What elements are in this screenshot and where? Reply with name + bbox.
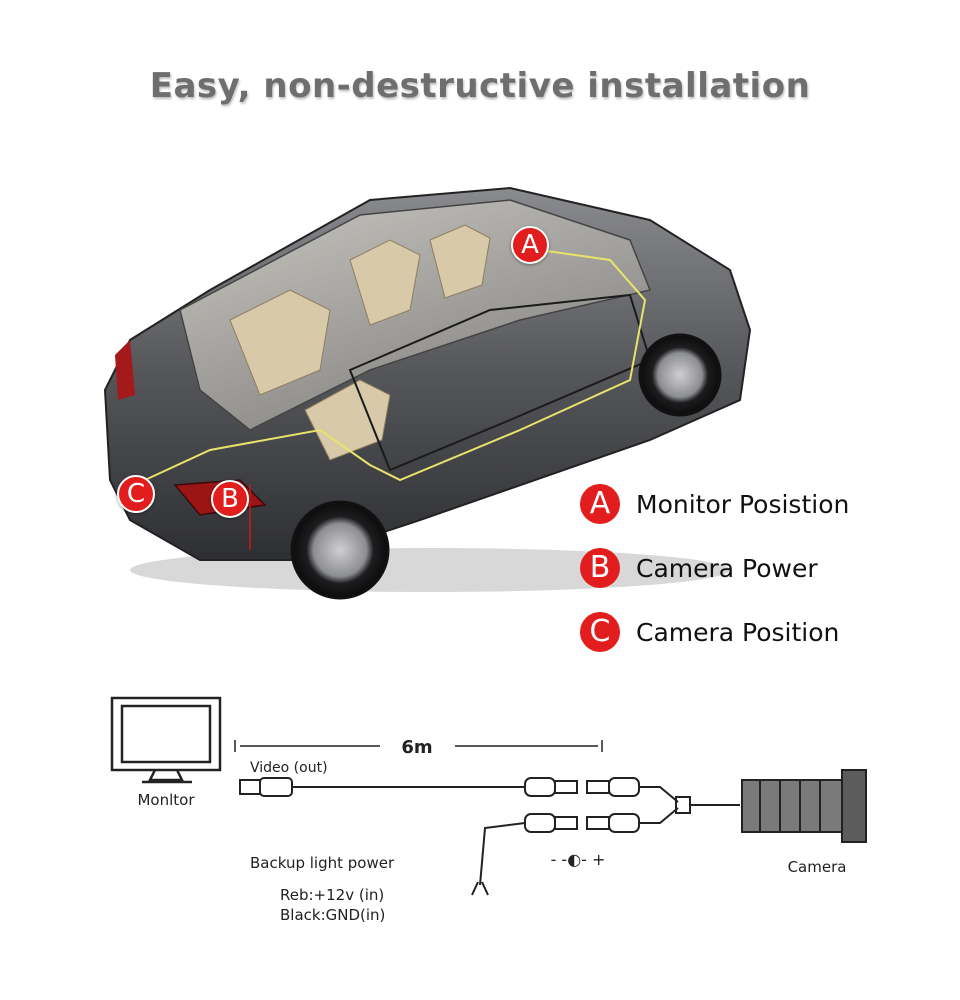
video-cable: [239, 777, 525, 797]
marker-b: B: [211, 480, 249, 518]
power-connector: [471, 807, 679, 896]
video-connector: [524, 777, 679, 803]
video-out-label: Video (out): [250, 760, 328, 776]
rear-light-left: [115, 340, 135, 400]
legend-item-camera-power: B Camera Power: [580, 547, 849, 589]
legend-badge-c: C: [580, 612, 620, 652]
camera-label: Camera: [788, 858, 847, 876]
wiring-diagram: Monltor 6m Video (out): [110, 696, 867, 924]
camera-cable: [675, 796, 740, 814]
position-legend: A Monitor Posistion B Camera Power C Cam…: [580, 483, 849, 675]
car-seats: [229, 224, 491, 461]
page-title: Easy, non-destructive installation: [149, 66, 811, 106]
legend-item-monitor: A Monitor Posistion: [580, 483, 849, 525]
backup-power-title: Backup light power: [250, 854, 395, 872]
front-wheel: [638, 333, 722, 417]
marker-a: A: [511, 226, 549, 264]
camera-icon: [741, 769, 867, 843]
legend-label-camera-power: Camera Power: [636, 553, 818, 583]
legend-badge-b: B: [580, 548, 620, 588]
cable-length-label: 6m: [401, 737, 432, 758]
car-cutaway-illustration: [103, 186, 752, 600]
legend-badge-a: A: [580, 484, 620, 524]
rear-wheel: [290, 500, 390, 600]
monitor-icon: [110, 696, 222, 784]
legend-item-camera-position: C Camera Position: [580, 611, 849, 653]
monitor-label: Monltor: [137, 791, 195, 809]
marker-c: C: [117, 475, 155, 513]
power-red-label: Reb:+12v (in): [280, 886, 384, 904]
polarity-symbol: - -◐- +: [551, 850, 606, 869]
length-dimension: [234, 740, 603, 752]
legend-label-camera-position: Camera Position: [636, 617, 840, 647]
legend-label-monitor: Monitor Posistion: [636, 489, 850, 519]
power-black-label: Black:GND(in): [280, 906, 385, 924]
camera-wire-route: [144, 249, 647, 482]
